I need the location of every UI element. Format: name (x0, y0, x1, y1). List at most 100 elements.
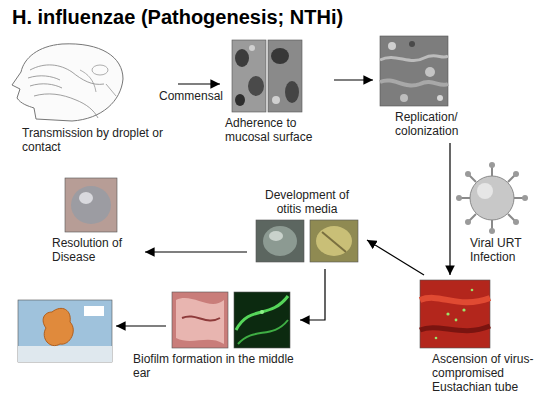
micrograph (235, 94, 245, 106)
fluorescence-image (471, 289, 474, 292)
eardrum-image (79, 192, 93, 204)
virus-icon (522, 195, 528, 201)
head-illustration (30, 84, 62, 88)
fluorescence-image (462, 308, 465, 311)
specimen-photo (18, 300, 112, 362)
image-space (418, 280, 544, 348)
micrograph (268, 40, 302, 112)
biofilm-image (260, 310, 264, 314)
stage-node: Adherence to mucosal surface (225, 40, 329, 144)
arrow-connector (300, 269, 325, 320)
image-space (378, 36, 470, 106)
edge-label: Commensal (157, 89, 225, 103)
specimen-photo (18, 346, 112, 362)
micrograph (248, 76, 264, 96)
micrograph (232, 40, 266, 112)
fluorescence-image (420, 280, 490, 348)
biofilm-image (172, 292, 228, 348)
micrograph (285, 81, 299, 103)
arrow-connector (367, 240, 424, 275)
virus-icon (513, 171, 519, 177)
head-illustration (28, 76, 60, 80)
sem-image (380, 56, 448, 61)
stage-caption: Transmission by droplet or contact (8, 126, 173, 154)
sem-image (388, 42, 396, 50)
micrograph (235, 49, 249, 67)
image-space (252, 220, 362, 264)
biofilm-image (234, 292, 290, 348)
head-illustration (34, 94, 98, 118)
eardrum-image (71, 186, 111, 224)
sem-image (400, 94, 408, 102)
fluorescence-image (420, 298, 490, 302)
arrow-connector (449, 143, 450, 275)
eardrum-image (65, 178, 117, 232)
stage-node: Biofilm formation in the middle ear (130, 292, 295, 380)
arrow-connector (145, 251, 247, 252)
stage-node: Development of otitis media (252, 188, 362, 264)
virus-icon (460, 166, 524, 230)
head-illustration (92, 65, 108, 75)
micrograph (271, 48, 289, 64)
head-illustration (106, 84, 116, 96)
arrow-connector (334, 79, 373, 80)
stage-caption: Resolution of Disease (50, 236, 140, 264)
image-space (50, 178, 140, 232)
head-illustration (12, 44, 123, 121)
specimen-photo (84, 306, 104, 316)
virus-icon (465, 171, 471, 177)
flow-arrow (116, 325, 166, 326)
sem-image (409, 41, 415, 47)
title: H. influenzae (Pathogenesis; NTHi) (12, 6, 343, 29)
virus-icon (470, 176, 514, 220)
otoscope-image (316, 226, 352, 256)
fluorescence-image (435, 337, 438, 340)
biofilm-image (236, 296, 288, 330)
sem-image (380, 36, 448, 106)
micrograph (249, 45, 255, 51)
fluorescence-image (420, 326, 490, 331)
image-space (225, 40, 329, 112)
stage-node: Resolution of Disease (50, 178, 140, 264)
stage-node: Transmission by droplet or contact (8, 42, 173, 154)
image-space (8, 42, 173, 122)
biofilm-image (238, 320, 288, 344)
virus-icon (477, 183, 493, 199)
sem-image (437, 95, 443, 101)
virus-icon (489, 228, 495, 234)
fluorescence-image (446, 312, 449, 315)
sem-image (380, 36, 448, 106)
micrograph (272, 96, 280, 104)
fluorescence-image (455, 319, 458, 322)
stage-node: Ascension of virus-compromised Eustachia… (418, 280, 544, 394)
virus-icon (465, 219, 471, 225)
edge-label: Viral URT Infection (468, 236, 532, 264)
stage-node: Replication/ colonization (378, 36, 470, 138)
virus-icon (456, 162, 528, 234)
biofilm-image (172, 292, 290, 348)
otoscope-image (263, 226, 297, 256)
micrograph (232, 40, 302, 112)
head-illustration (12, 44, 123, 121)
stage-caption: Replication/ colonization (378, 110, 470, 138)
sem-image (380, 80, 448, 85)
otoscope-image (256, 220, 358, 262)
stage-caption: Biofilm formation in the middle ear (130, 352, 295, 380)
sem-image (425, 67, 435, 77)
biofilm-image (182, 316, 220, 320)
eardrum-image (65, 178, 117, 232)
stage-caption: Ascension of virus-compromised Eustachia… (418, 352, 544, 394)
stage-caption: Adherence to mucosal surface (225, 116, 329, 144)
stage-caption: Development of otitis media (252, 188, 362, 216)
image-space (130, 292, 295, 348)
virus-icon (456, 195, 462, 201)
otoscope-image (310, 220, 358, 262)
fluorescence-image (420, 280, 490, 348)
otoscope-image (322, 232, 346, 252)
biofilm-image (176, 298, 224, 344)
virus-icon (489, 162, 495, 168)
arrow-connector (178, 83, 220, 84)
otoscope-image (256, 220, 304, 262)
